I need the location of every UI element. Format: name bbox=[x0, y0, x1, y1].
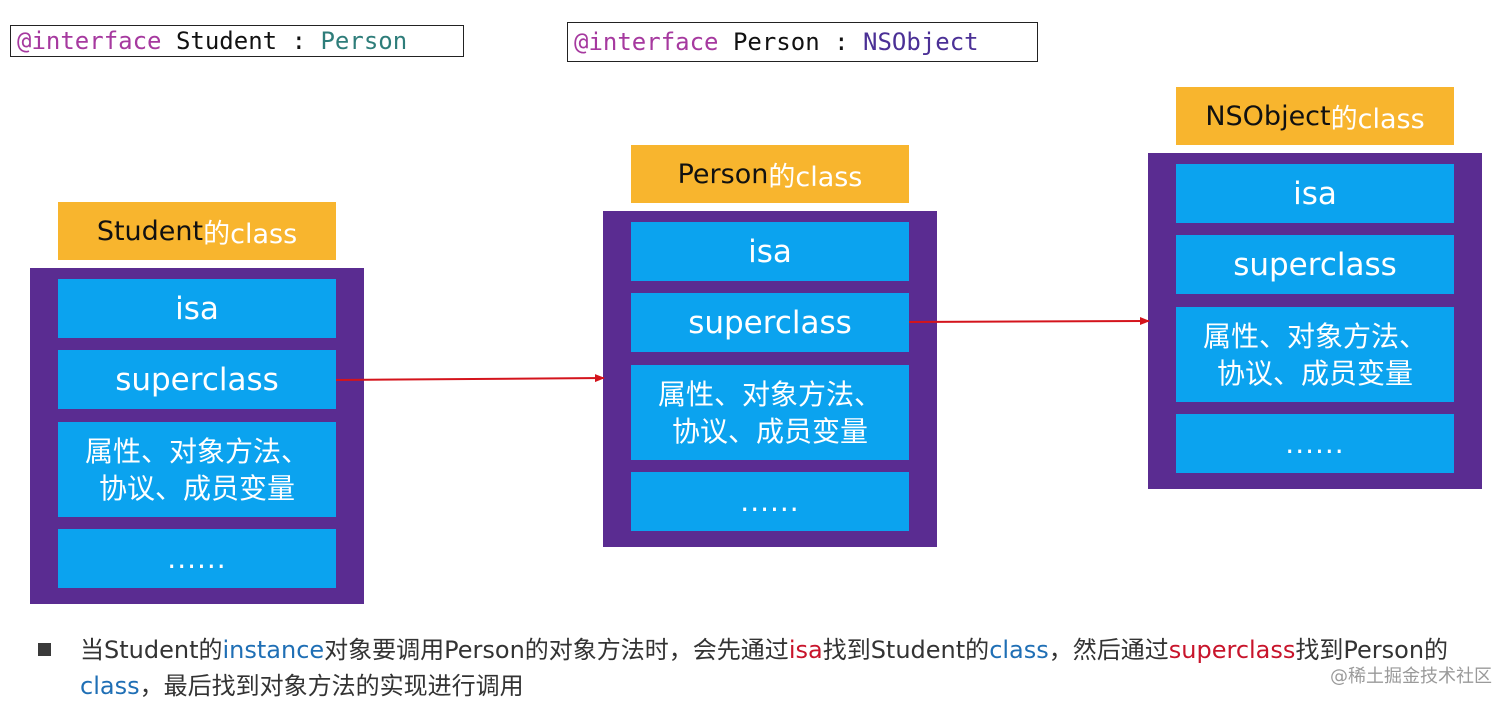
cell-text: ...... bbox=[740, 485, 800, 518]
ellipsis-cell: ...... bbox=[58, 529, 336, 588]
person-interface-label: @interface Person : NSObject bbox=[567, 22, 1038, 62]
person-to-nsobject-arrow bbox=[908, 317, 1150, 326]
desc-highlight-instance: instance bbox=[222, 636, 325, 664]
cell-text-line2: 协议、成员变量 bbox=[98, 471, 295, 505]
cell-text-line2: 协议、成员变量 bbox=[1216, 356, 1413, 390]
desc-part: 对象要调用Person的对象方法时，会先通过 bbox=[324, 636, 789, 664]
student-class-body: isa superclass 属性、对象方法、协议、成员变量 ...... bbox=[30, 268, 364, 604]
superclass-cell: superclass bbox=[1176, 235, 1454, 294]
superclass-cell: superclass bbox=[631, 293, 909, 352]
colon: : bbox=[291, 27, 307, 55]
class-header-prefix: Student bbox=[96, 215, 204, 247]
desc-part: 当Student的 bbox=[80, 636, 223, 664]
desc-highlight-class: class bbox=[80, 672, 140, 700]
class-name: Person bbox=[732, 28, 820, 56]
cell-text: ...... bbox=[1285, 427, 1345, 460]
cell-text: superclass bbox=[688, 304, 852, 341]
class-name: Student bbox=[175, 27, 278, 55]
class-header-suffix: 的class bbox=[1330, 103, 1425, 135]
desc-part: 找到Student的 bbox=[822, 636, 990, 664]
class-header-suffix: 的class bbox=[203, 218, 298, 250]
isa-cell: isa bbox=[58, 279, 336, 338]
colon: : bbox=[834, 28, 849, 56]
nsobject-class-body: isa superclass 属性、对象方法、协议、成员变量 ...... bbox=[1148, 153, 1482, 489]
student-interface-label: @interface Student : Person bbox=[10, 25, 464, 57]
cell-text: isa bbox=[175, 290, 219, 327]
desc-highlight-isa: isa bbox=[788, 636, 823, 664]
person-class-body: isa superclass 属性、对象方法、协议、成员变量 ...... bbox=[603, 211, 937, 547]
interface-keyword: @interface bbox=[574, 28, 719, 56]
cell-text-line2: 协议、成员变量 bbox=[671, 414, 868, 448]
watermark: @稀土掘金技术社区 bbox=[1330, 666, 1492, 687]
members-cell: 属性、对象方法、协议、成员变量 bbox=[1176, 307, 1454, 402]
desc-part: 找到Person的 bbox=[1295, 636, 1449, 664]
isa-cell: isa bbox=[1176, 164, 1454, 223]
superclass-name: Person bbox=[320, 27, 408, 55]
cell-text-line1: 属性、对象方法、 bbox=[657, 377, 882, 411]
class-header-prefix: Person bbox=[677, 158, 769, 190]
cell-text: superclass bbox=[115, 361, 279, 398]
superclass-name: NSObject bbox=[863, 28, 979, 56]
cell-text: isa bbox=[748, 233, 792, 270]
ellipsis-cell: ...... bbox=[631, 472, 909, 531]
interface-keyword: @interface bbox=[17, 27, 162, 55]
desc-part: ，最后找到对象方法的实现进行调用 bbox=[139, 672, 524, 700]
desc-part: ，然后通过 bbox=[1048, 636, 1169, 664]
ellipsis-cell: ...... bbox=[1176, 414, 1454, 473]
members-cell: 属性、对象方法、协议、成员变量 bbox=[631, 365, 909, 460]
desc-highlight-class: class bbox=[989, 636, 1049, 664]
cell-text: isa bbox=[1293, 175, 1337, 212]
superclass-cell: superclass bbox=[58, 350, 336, 409]
bullet-square-icon bbox=[38, 643, 51, 656]
cell-text-line1: 属性、对象方法、 bbox=[1202, 319, 1427, 353]
desc-highlight-superclass: superclass bbox=[1168, 636, 1296, 664]
isa-cell: isa bbox=[631, 222, 909, 281]
class-header-suffix: 的class bbox=[768, 161, 863, 193]
members-cell: 属性、对象方法、协议、成员变量 bbox=[58, 422, 336, 517]
student-to-person-arrow bbox=[335, 374, 605, 383]
class-header-prefix: NSObject bbox=[1205, 100, 1331, 132]
cell-text: ...... bbox=[167, 542, 227, 575]
cell-text-line1: 属性、对象方法、 bbox=[84, 434, 309, 468]
description-text: 当Student的instance对象要调用Person的对象方法时，会先通过i… bbox=[80, 632, 1510, 704]
cell-text: superclass bbox=[1233, 246, 1397, 283]
